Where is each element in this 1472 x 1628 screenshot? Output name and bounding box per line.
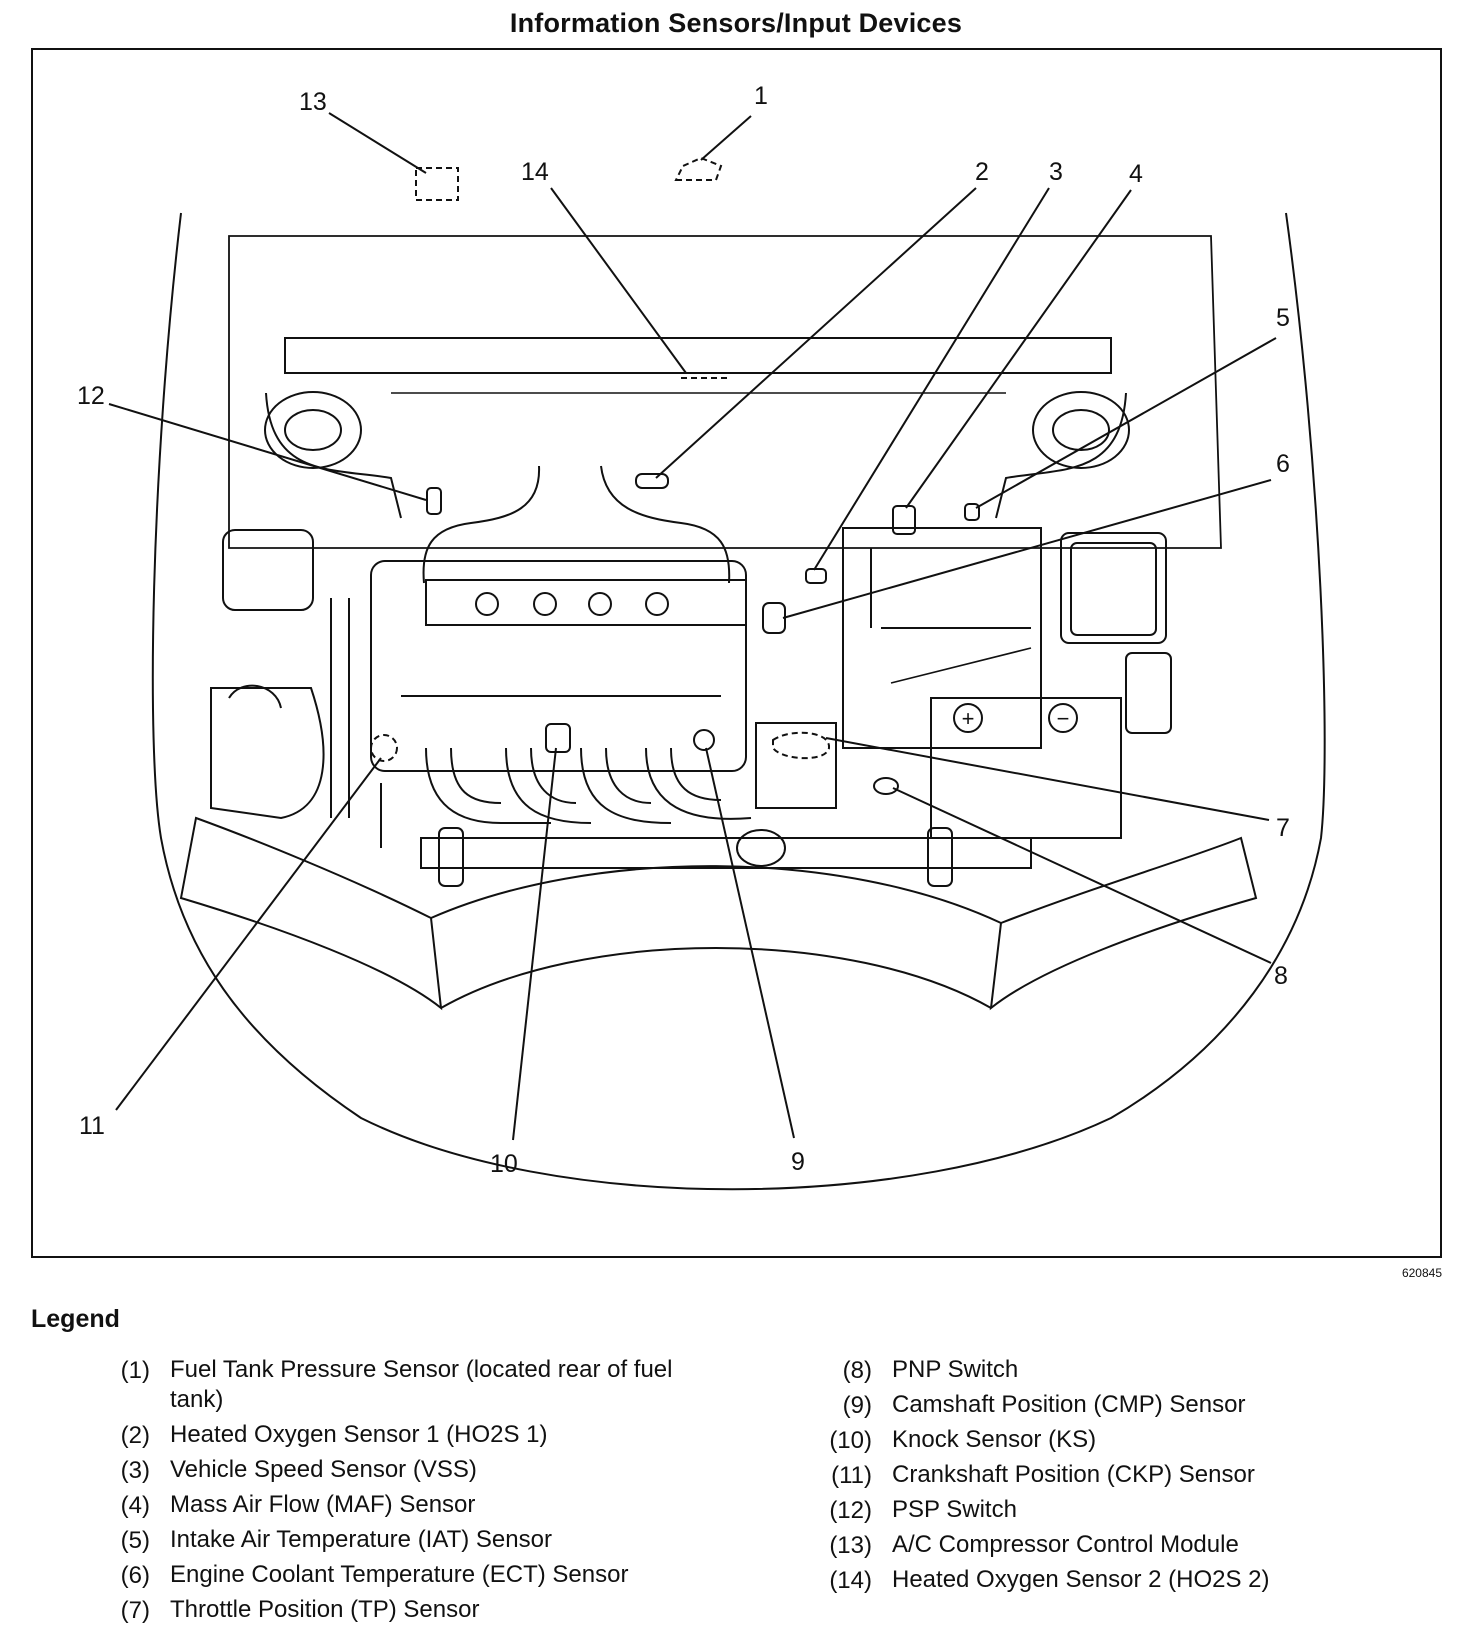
callout-7: 7 — [1276, 814, 1290, 842]
legend-item-number: (4) — [120, 1492, 150, 1519]
legend-item-number: (1) — [120, 1357, 150, 1384]
legend-left-column: (1) Fuel Tank Pressure Sensor (located re… — [86, 1353, 726, 1628]
left-components — [210, 529, 325, 820]
legend-item-text: PSP Switch — [892, 1496, 1017, 1523]
legend-right-column: (8) PNP Switch (9) Camshaft Position (CMP)… — [808, 1353, 1448, 1598]
legend-item-number: (8) — [842, 1357, 872, 1384]
legend-item-text: Intake Air Temperature (IAT) Sensor — [170, 1526, 552, 1553]
legend-item-text: Vehicle Speed Sensor (VSS) — [170, 1456, 477, 1483]
legend-item: (12) PSP Switch — [808, 1493, 1448, 1528]
legend-item-number: (11) — [831, 1462, 872, 1489]
callout-9: 9 — [791, 1148, 805, 1176]
legend-item-text: Heated Oxygen Sensor 1 (HO2S 1) — [170, 1421, 548, 1448]
legend-item: (7) Throttle Position (TP) Sensor — [86, 1593, 726, 1628]
callout-8: 8 — [1274, 962, 1288, 990]
right-components: + − — [755, 527, 1172, 839]
sensor-symbols — [370, 156, 980, 795]
legend-item-number: (3) — [120, 1457, 150, 1484]
callout-14: 14 — [521, 158, 549, 186]
callout-labels: 1 2 3 4 5 6 7 8 9 10 11 12 13 14 — [77, 82, 1290, 1178]
svg-text:+: + — [962, 706, 975, 731]
legend-item: (10) Knock Sensor (KS) — [808, 1423, 1448, 1458]
legend-item-text: Mass Air Flow (MAF) Sensor — [170, 1491, 476, 1518]
legend-item-text: PNP Switch — [892, 1356, 1019, 1383]
legend-item-number: (12) — [829, 1497, 872, 1524]
vehicle-outline — [151, 212, 1326, 1191]
legend-title: Legend — [31, 1305, 120, 1333]
legend-item-text: Throttle Position (TP) Sensor — [170, 1596, 480, 1623]
legend-item: (4) Mass Air Flow (MAF) Sensor — [86, 1488, 726, 1523]
legend-item: (1) Fuel Tank Pressure Sensor (located re… — [86, 1353, 726, 1418]
callout-3: 3 — [1049, 158, 1063, 186]
legend-item-text: Camshaft Position (CMP) Sensor — [892, 1391, 1246, 1418]
legend-item: (9) Camshaft Position (CMP) Sensor — [808, 1388, 1448, 1423]
legend-item: (6) Engine Coolant Temperature (ECT) Sens… — [86, 1558, 726, 1593]
legend-item-number: (10) — [829, 1427, 872, 1454]
diagram-frame — [31, 48, 1442, 1258]
legend-item-text: Crankshaft Position (CKP) Sensor — [892, 1461, 1255, 1488]
engine-bay-diagram: + − — [77, 82, 1326, 1191]
callout-5: 5 — [1276, 304, 1290, 332]
figure-id: 620845 — [1401, 1266, 1442, 1280]
page-title: Information Sensors/Input Devices — [509, 8, 963, 38]
legend-item-number: (6) — [120, 1562, 150, 1589]
callout-13: 13 — [299, 88, 327, 116]
legend-item: (5) Intake Air Temperature (IAT) Sensor — [86, 1523, 726, 1558]
legend-item-text: Heated Oxygen Sensor 2 (HO2S 2) — [892, 1566, 1270, 1593]
legend-item: (3) Vehicle Speed Sensor (VSS) — [86, 1453, 726, 1488]
leader-lines — [108, 112, 1277, 1141]
svg-text:−: − — [1057, 706, 1070, 731]
legend-item-text: Fuel Tank Pressure Sensor (located rear … — [170, 1356, 673, 1413]
legend-item-number: (2) — [120, 1422, 150, 1449]
legend-item: (13) A/C Compressor Control Module — [808, 1528, 1448, 1563]
legend-item: (2) Heated Oxygen Sensor 1 (HO2S 1) — [86, 1418, 726, 1453]
callout-6: 6 — [1276, 450, 1290, 478]
callout-11: 11 — [79, 1112, 105, 1140]
legend-item-text: Knock Sensor (KS) — [892, 1426, 1097, 1453]
legend-item-text: A/C Compressor Control Module — [892, 1531, 1239, 1558]
legend-item-text: Engine Coolant Temperature (ECT) Sensor — [170, 1561, 629, 1588]
callout-2: 2 — [975, 158, 989, 186]
legend-item: (8) PNP Switch — [808, 1353, 1448, 1388]
legend-item-number: (13) — [829, 1532, 872, 1559]
front-bumper — [179, 816, 1258, 1011]
callout-4: 4 — [1129, 160, 1143, 188]
callout-12: 12 — [77, 382, 105, 410]
callout-10: 10 — [490, 1150, 518, 1178]
legend-item-number: (9) — [842, 1392, 872, 1419]
legend-item-number: (7) — [120, 1597, 150, 1624]
callout-1: 1 — [754, 82, 768, 110]
legend-item-number: (14) — [829, 1567, 872, 1594]
legend-item-number: (5) — [120, 1527, 150, 1554]
legend-item: (11) Crankshaft Position (CKP) Sensor — [808, 1458, 1448, 1493]
legend-item: (14) Heated Oxygen Sensor 2 (HO2S 2) — [808, 1563, 1448, 1598]
